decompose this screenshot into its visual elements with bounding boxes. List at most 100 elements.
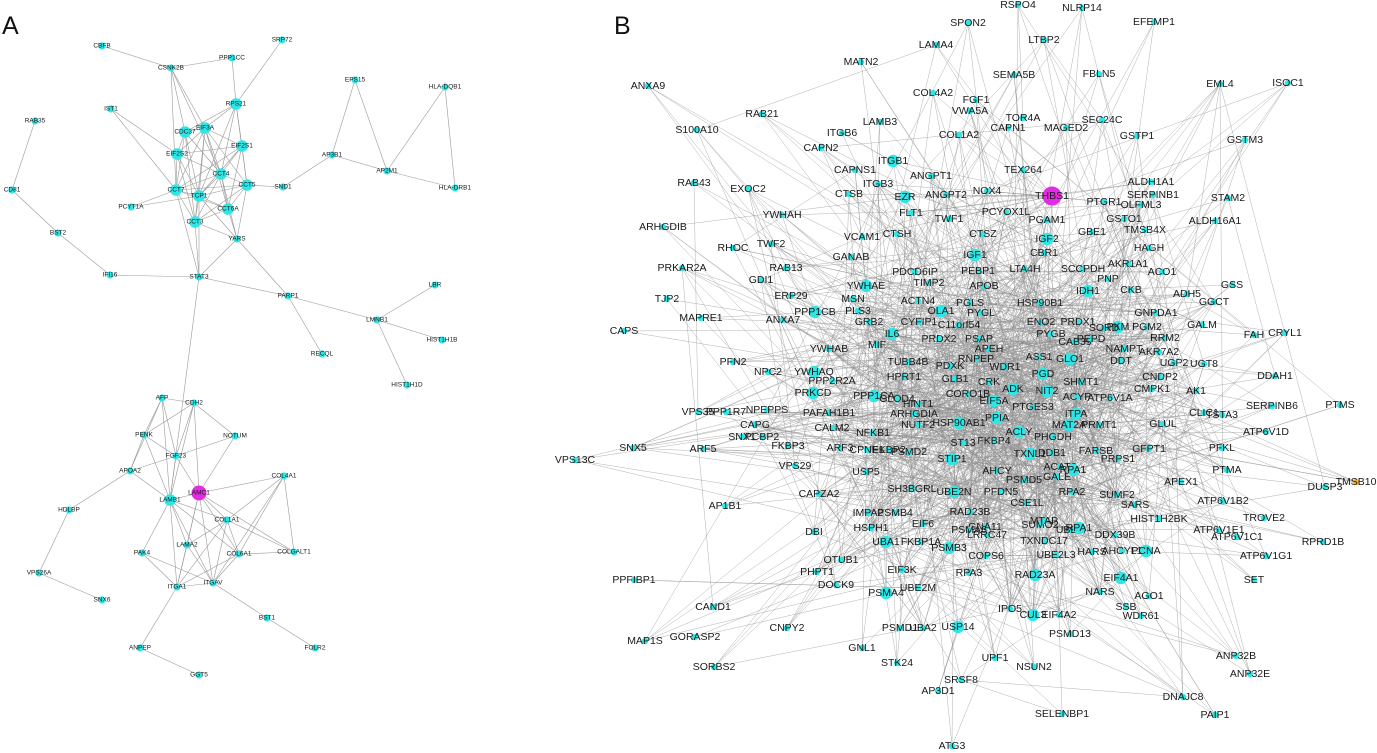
network-edge: [940, 238, 1048, 312]
panel-b-node-pafah1b1: [825, 409, 833, 417]
panel-a-node-label: ITGA1: [168, 584, 187, 591]
panel-b-node-label: GNPDA1: [1134, 307, 1177, 319]
panel-b-node-label: DOCK9: [818, 579, 854, 591]
panel-b-node-label: FARSB: [1079, 445, 1113, 457]
panel-b-node-twf1: [945, 215, 953, 223]
panel-a-node-label: COL4A1: [272, 473, 297, 480]
panel-b-node-label: PSMD1: [882, 622, 918, 634]
network-edge: [770, 243, 1118, 496]
panel-b-node-label: GNA11: [968, 521, 1002, 533]
panel-b-node-label: HSP90AB1: [932, 417, 985, 429]
panel-b-node-label: CTSB: [835, 188, 863, 200]
network-edge: [960, 679, 1063, 715]
panel-b-node-label: ENO2: [1027, 316, 1056, 328]
network-edge: [231, 57, 237, 105]
panel-b-node-akr1a1: [1124, 260, 1132, 268]
network-edge: [143, 402, 195, 436]
network-edge: [917, 300, 1119, 460]
panel-b-node-label: GDI1: [749, 274, 774, 286]
network-edge: [868, 233, 984, 323]
panel-b-node-sars: [1131, 501, 1139, 509]
network-edge: [885, 502, 1028, 543]
panel-b-node-label: DDT: [1110, 355, 1132, 367]
panel-b-node-st13: [959, 439, 967, 447]
panel-b-node-psmd2: [905, 448, 913, 456]
panel-b-node-nlrp14: [1078, 4, 1086, 12]
panel-b-node-pcna: [1139, 544, 1153, 558]
panel-b-node-label: MAT2A: [1052, 419, 1086, 431]
network-edge: [848, 193, 980, 340]
panel-b-node-label: S100A10: [675, 124, 718, 136]
network-edge: [865, 471, 924, 629]
panel-b-node-pls3: [854, 307, 862, 315]
network-edge: [988, 356, 1040, 383]
network-edge: [996, 470, 1093, 553]
panel-b-node-gstp1: [1133, 132, 1141, 140]
network-edge: [198, 238, 238, 278]
panel-b-node-hint1: [914, 400, 922, 408]
network-edge: [978, 338, 1082, 383]
panel-a-node-apoa2: [126, 467, 134, 475]
network-edge: [236, 238, 289, 297]
network-edge: [1114, 139, 1246, 536]
panel-a-node-label: HIST1H1D: [391, 382, 423, 389]
network-edge: [951, 358, 977, 460]
panel-b-node-fkbp4: [990, 437, 998, 445]
network-edge: [922, 270, 979, 525]
panel-b-node-matn2: [857, 58, 865, 66]
panel-b-node-ap3d1: [934, 687, 942, 695]
network-edge: [1117, 82, 1289, 328]
panel-b-node-pgd: [1036, 367, 1050, 381]
network-edge: [968, 381, 990, 574]
network-edge: [904, 195, 1053, 198]
network-edge: [918, 321, 1071, 635]
network-edge: [982, 204, 1142, 235]
network-edge: [968, 491, 1002, 574]
panel-b-node-label: TSTA3: [1206, 409, 1238, 421]
panel-a-node-label: PCYT1A: [118, 204, 144, 211]
network-edge: [891, 333, 996, 659]
panel-b-node-hagh: [1145, 244, 1153, 252]
panel-b-node-label: USP14: [941, 621, 974, 633]
network-edge: [967, 22, 1034, 616]
panel-b-node-label: GLOD4: [879, 393, 915, 405]
panel-b-node-label: ARHGDIB: [639, 221, 687, 233]
panel-b-node-acyp: [1073, 393, 1081, 401]
network-edge: [1004, 268, 1026, 368]
network-edge: [868, 74, 1015, 323]
panel-b-node-label: ANXA7: [766, 314, 801, 326]
panel-b-node-label: FAH: [1244, 329, 1264, 341]
panel-b-node-label: PGLS: [956, 297, 984, 309]
panel-a-node-label: CCT7: [168, 187, 185, 194]
network-edge: [907, 361, 1150, 597]
panel-a-node-recql: [318, 350, 326, 358]
network-edge: [700, 317, 1035, 668]
panel-b-node-eno2: [1037, 318, 1045, 326]
panel-b-node-ppp1cb: [808, 305, 822, 319]
panel-b-node-label: SUMO2: [1021, 519, 1059, 531]
panel-a-node-yars: [233, 235, 241, 243]
network-edge: [130, 195, 200, 208]
network-edge: [713, 449, 890, 668]
network-edge: [958, 324, 1057, 556]
panel-b-node-ppp1r7: [722, 408, 730, 416]
network-edge: [169, 402, 195, 501]
network-edge: [828, 412, 1036, 576]
network-edge: [761, 113, 1157, 314]
network-edge: [236, 184, 248, 240]
panel-b-node-label: DNAJC8: [1163, 691, 1204, 703]
network-edge: [813, 194, 947, 373]
network-edge: [865, 285, 1357, 483]
panel-b-node-label: EIF5A: [979, 395, 1008, 407]
panel-b-node-capn1: [1004, 124, 1012, 132]
network-edge: [922, 263, 1129, 525]
panel-b-node-label: ANGPT2: [925, 189, 967, 201]
panel-b-node-pnp: [1104, 275, 1112, 283]
network-edge: [241, 145, 248, 186]
panel-b-node-usp5: [862, 468, 870, 476]
network-edge: [238, 551, 295, 555]
panel-b-node-label: SNX1: [728, 431, 756, 443]
panel-b-node-psmd1: [896, 624, 904, 632]
network-edge: [681, 267, 768, 411]
panel-b-node-label: PSMA6: [951, 524, 987, 536]
